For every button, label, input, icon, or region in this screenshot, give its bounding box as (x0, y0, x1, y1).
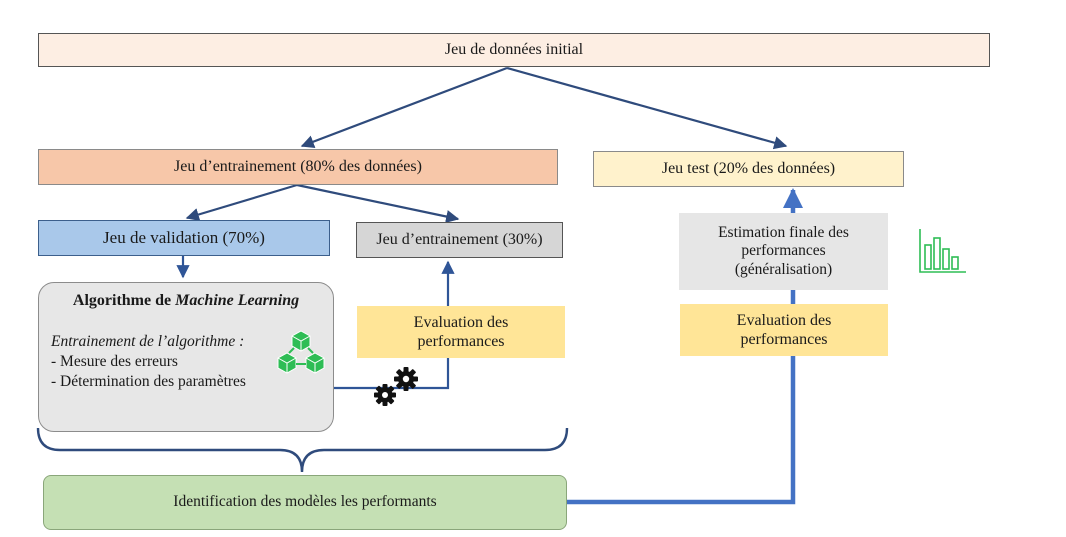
initial-dataset-label: Jeu de données initial (444, 41, 584, 59)
initial-dataset-box: Jeu de données initial (38, 33, 990, 67)
validation-set-label: Jeu de validation (70%) (103, 227, 265, 247)
final-estimation-label: Estimation finale des performances (géné… (718, 223, 849, 278)
training-set-label: Jeu d’entrainement (80% des données) (174, 158, 422, 176)
final-estimation-box: Estimation finale des performances (géné… (679, 213, 888, 290)
bar-chart-icon (919, 229, 966, 273)
test-set-box: Jeu test (20% des données) (593, 151, 904, 187)
arrow-initial-to-training (300, 66, 508, 148)
arrow-algorithm-to-subset (334, 260, 455, 390)
algorithm-title-italic: Machine Learning (175, 292, 300, 309)
gears-icon (374, 367, 418, 406)
arrow-training-to-validation (185, 183, 298, 221)
identification-label: Identification des modèles les performan… (173, 493, 437, 511)
evaluation-right-box: Evaluation des performances (680, 304, 888, 356)
test-set-label: Jeu test (20% des données) (661, 160, 836, 178)
arrow-initial-to-test (506, 66, 788, 150)
algorithm-title: Algorithme de Machine Learning (51, 291, 321, 312)
evaluation-right-label: Evaluation des performances (736, 311, 832, 348)
curly-brace (36, 427, 569, 473)
network-cubes-icon (277, 330, 325, 374)
arrow-training-to-subset (296, 183, 460, 224)
algorithm-subtitle: Entrainement de l’algorithme : (51, 332, 245, 350)
training-set-box: Jeu d’entrainement (80% des données) (38, 149, 558, 185)
identification-box: Identification des modèles les performan… (43, 475, 567, 530)
training-subset-label: Jeu d’entrainement (30%) (376, 231, 543, 249)
algorithm-item-errors: - Mesure des erreurs (51, 352, 178, 370)
algorithm-item-parameters: - Détermination des paramètres (51, 373, 246, 391)
arrow-identification-to-test (567, 187, 804, 505)
algorithm-title-prefix: Algorithme de (72, 292, 176, 309)
evaluation-left-label: Evaluation des performances (413, 313, 509, 350)
training-subset-box: Jeu d’entrainement (30%) (356, 222, 563, 258)
validation-set-box: Jeu de validation (70%) (38, 220, 330, 256)
evaluation-left-box: Evaluation des performances (357, 306, 565, 358)
